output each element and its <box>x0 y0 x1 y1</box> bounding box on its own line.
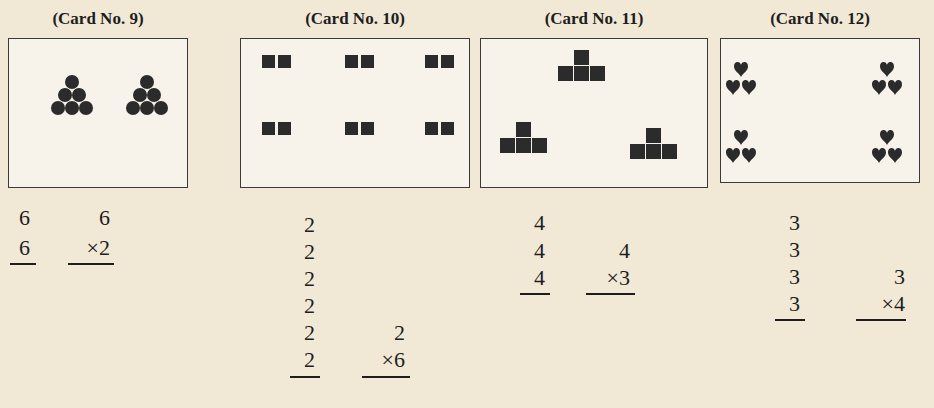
example-number: 3 <box>740 293 800 315</box>
example-number: 4 <box>570 240 630 262</box>
example-number: 3 <box>740 239 800 261</box>
example-number: 3 <box>845 266 905 288</box>
example-number: 6 <box>0 207 30 229</box>
card-ground <box>240 38 470 188</box>
card-heading: (Card No. 9) <box>9 9 187 29</box>
example-number: 4 <box>485 240 545 262</box>
example-number: ×2 <box>50 237 110 259</box>
example-number: 2 <box>255 295 315 317</box>
square-groups <box>500 50 677 159</box>
dot-triangle <box>51 75 93 115</box>
example-number: ×4 <box>845 293 905 315</box>
card-ground <box>720 38 920 183</box>
card-box: (Card No. 11) <box>480 38 708 188</box>
example-number: 2 <box>255 349 315 371</box>
sum-lines <box>10 264 906 377</box>
card-box: (Card No. 9) <box>8 38 188 188</box>
card-ground <box>480 38 708 188</box>
card-ground <box>8 38 188 188</box>
square-pairs <box>262 55 454 135</box>
example-number: ×6 <box>345 349 405 371</box>
example-number: 4 <box>485 267 545 289</box>
card-box: (Card No. 10) <box>240 38 470 188</box>
card-box: (Card No. 12) <box>720 38 920 183</box>
example-number: 4 <box>485 212 545 234</box>
example-number: 2 <box>255 241 315 263</box>
dot-triangle <box>126 75 168 115</box>
example-number: 6 <box>0 237 30 259</box>
example-number: ×3 <box>570 267 630 289</box>
example-number: 2 <box>255 322 315 344</box>
example-number: 3 <box>740 212 800 234</box>
example-number: 2 <box>255 214 315 236</box>
card-heading: (Card No. 11) <box>481 9 707 29</box>
card-heading: (Card No. 12) <box>721 9 919 29</box>
example-number: 6 <box>50 207 110 229</box>
card-heading: (Card No. 10) <box>241 9 469 29</box>
example-number: 2 <box>345 322 405 344</box>
example-number: 3 <box>740 266 800 288</box>
example-number: 2 <box>255 268 315 290</box>
heart-groups <box>726 62 902 163</box>
